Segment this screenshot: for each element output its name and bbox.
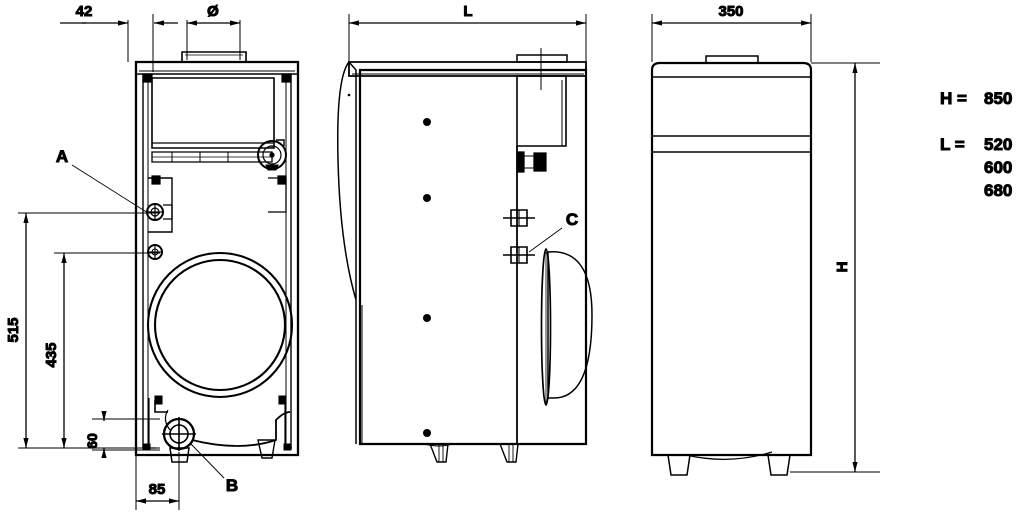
callout-c: C xyxy=(528,210,579,253)
flue-spigot-side xyxy=(516,54,568,63)
view-middle-side: L xyxy=(337,3,593,463)
connection-a-assembly xyxy=(146,175,173,233)
dimension-42-label: 42 xyxy=(76,3,93,20)
callout-b-label: B xyxy=(226,476,238,495)
dimension-435-label: 435 xyxy=(43,342,60,367)
dimension-60-label: 60 xyxy=(84,433,100,449)
dimension-diameter-label: Ø xyxy=(207,3,219,20)
legend-l-value-2: 600 xyxy=(984,158,1012,177)
panel-hole-1 xyxy=(423,118,431,126)
dimension-42: 42 xyxy=(60,3,178,26)
legend-l-value-3: 680 xyxy=(984,181,1012,200)
dimension-L: L xyxy=(349,3,586,26)
dimension-H: H xyxy=(790,62,880,473)
cabinet-body-side xyxy=(358,68,588,446)
legend-l-symbol: L = xyxy=(940,135,965,154)
view-right-front: 350 H xyxy=(650,3,880,476)
connection-c-fittings xyxy=(503,209,535,264)
cabinet-outline-front xyxy=(650,61,813,457)
connector-small xyxy=(147,244,163,260)
dimension-H-label: H xyxy=(834,262,851,273)
panel-hole-2 xyxy=(423,314,431,322)
view-right-witness-lines xyxy=(651,14,812,62)
feet-front-view xyxy=(667,451,791,476)
dimension-85: 85 xyxy=(135,419,180,510)
fan-motor-assembly xyxy=(257,139,287,171)
boiler-body-circles xyxy=(146,251,294,399)
burner-rail xyxy=(151,151,273,163)
callout-b: B xyxy=(189,442,239,496)
left-rounded-edge xyxy=(337,60,357,301)
connection-b-assembly xyxy=(162,409,196,463)
legend-block: H = 850 L = 520 600 680 xyxy=(940,89,1013,201)
foot-right xyxy=(257,439,276,459)
panel-hole-4 xyxy=(423,194,431,202)
dimension-435: 435 xyxy=(43,252,160,448)
dimension-diameter: Ø xyxy=(187,3,240,26)
control-box xyxy=(151,77,275,149)
view-left-section: 42 Ø xyxy=(5,3,300,510)
rear-chamber xyxy=(516,75,567,147)
top-cap-band xyxy=(348,61,587,77)
right-side-bracket xyxy=(268,177,287,213)
dimension-515-label: 515 xyxy=(5,317,22,342)
flue-spigot xyxy=(181,51,247,63)
panel-hole-3 xyxy=(423,429,431,437)
callout-a-label: A xyxy=(56,147,68,166)
feet-side-view xyxy=(423,443,519,463)
legend-h-value: 850 xyxy=(984,89,1012,108)
callout-a: A xyxy=(55,147,149,214)
dimension-L-label: L xyxy=(463,3,472,20)
legend-h-symbol: H = xyxy=(940,89,967,108)
legend-l-value-1: 520 xyxy=(984,135,1012,154)
valve-block xyxy=(516,151,547,173)
expansion-vessel xyxy=(540,248,593,406)
dimension-350: 350 xyxy=(652,3,811,26)
dimension-60: 60 xyxy=(84,411,160,458)
cabinet-top-plate xyxy=(135,61,299,75)
dimension-350-label: 350 xyxy=(718,3,743,20)
callout-c-label: C xyxy=(566,210,578,229)
dimension-85-label: 85 xyxy=(149,481,166,498)
